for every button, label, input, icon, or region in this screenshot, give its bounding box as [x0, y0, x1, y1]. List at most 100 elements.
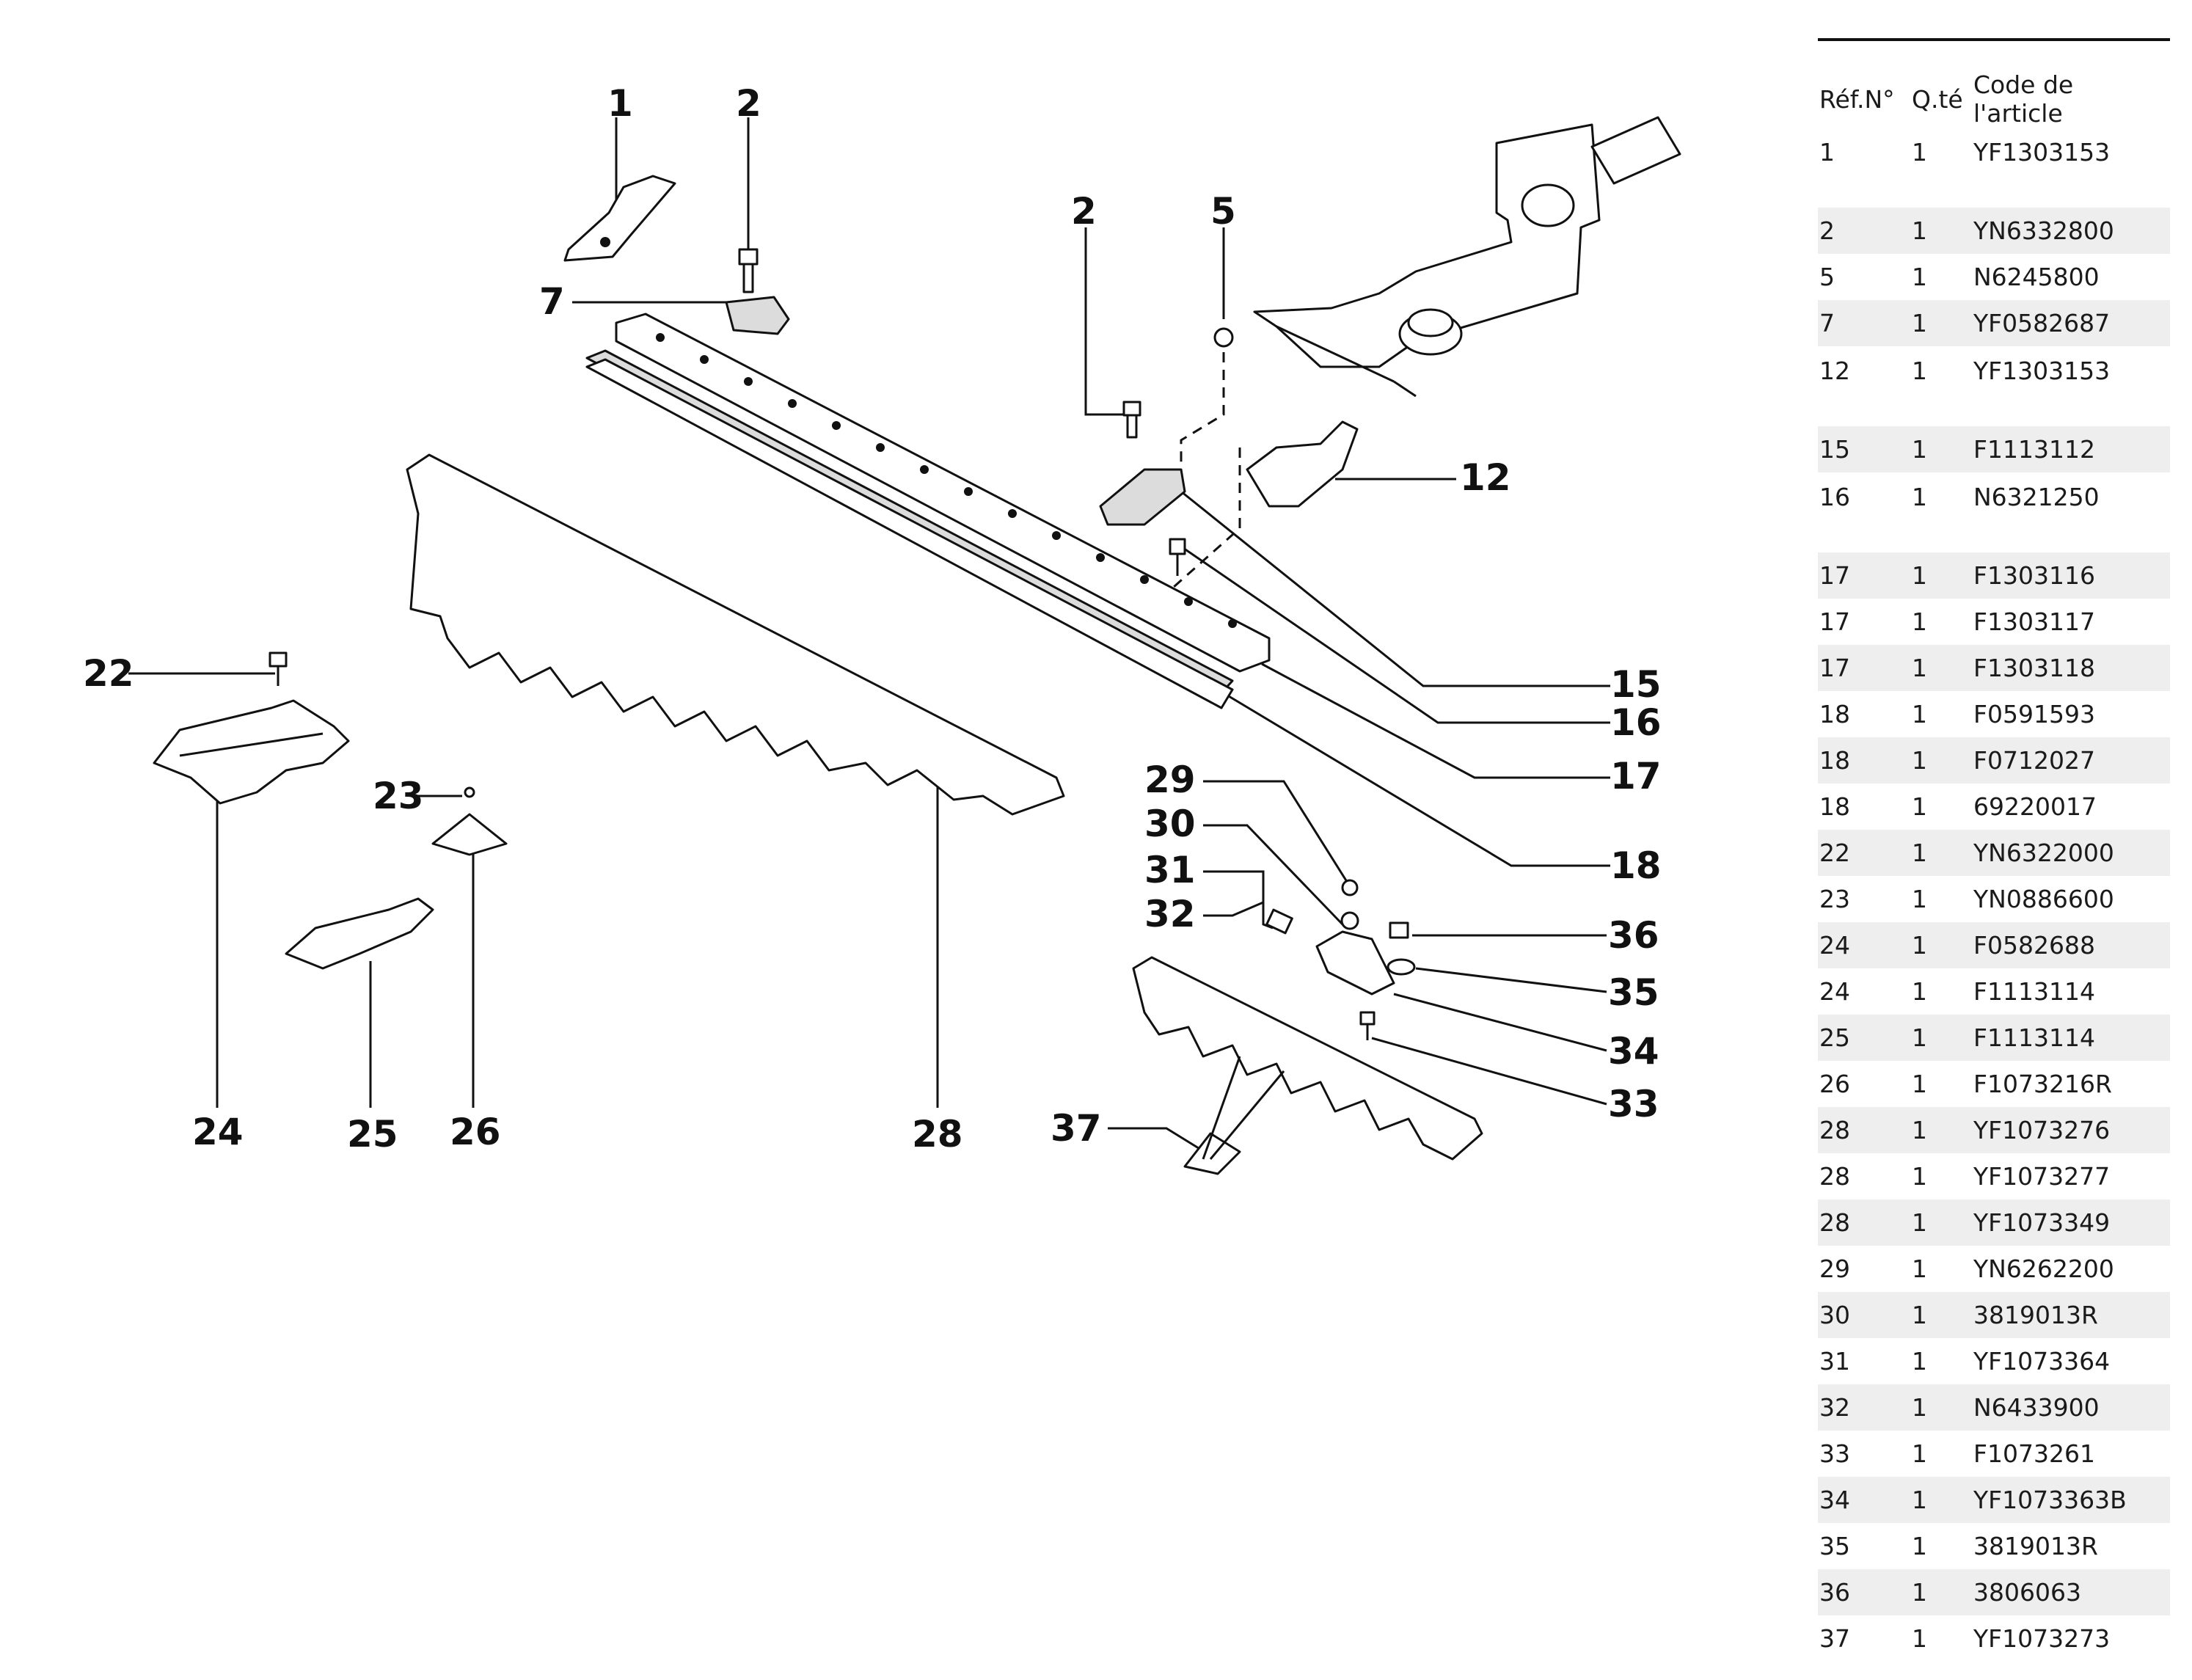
cell-code: F0591593 [1973, 700, 2095, 728]
callout-30: 30 [1144, 803, 1196, 845]
cell-code: F1303118 [1972, 645, 2170, 691]
cell-code: YF1073277 [1973, 1162, 2111, 1191]
cell-qty: 1 [1912, 700, 1927, 728]
cell-code: YN6322000 [1972, 830, 2170, 876]
cell-ref: 12 [1819, 357, 1850, 385]
cell-qty: 1 [1910, 1569, 1972, 1615]
cell-qty: 1 [1910, 922, 1972, 968]
cell-ref: 7 [1818, 300, 1910, 346]
cell-qty: 1 [1912, 357, 1927, 385]
cell-code: YF1303153 [1973, 357, 2111, 385]
cell-code: F1073261 [1973, 1439, 2095, 1468]
cell-code: F1113114 [1972, 1015, 2170, 1061]
cell-qty: 1 [1912, 977, 1927, 1006]
cell-code: N6245800 [1973, 263, 2100, 291]
callout-36: 36 [1608, 914, 1659, 957]
cell-ref: 34 [1818, 1477, 1910, 1523]
cell-ref: 32 [1818, 1384, 1910, 1431]
cell-qty: 1 [1910, 1199, 1972, 1246]
table-row: 26 1 F1073216R [1818, 1061, 2170, 1107]
callout-18: 18 [1610, 844, 1662, 887]
hold-down-clip-part-12 [1173, 420, 1359, 588]
cell-code: YF1073276 [1972, 1107, 2170, 1153]
header-code: Code de l'article [1973, 70, 2074, 128]
cell-code: YF1073349 [1972, 1199, 2170, 1246]
cell-qty: 1 [1912, 607, 1927, 636]
guard-part-25 [285, 897, 434, 970]
cell-ref: 24 [1819, 977, 1850, 1006]
clip-part-15 [1099, 468, 1186, 576]
callout-33: 33 [1608, 1083, 1659, 1125]
cell-code: F1113112 [1972, 426, 2170, 472]
callout-2b: 2 [1071, 190, 1097, 233]
bolt-part-5 [1180, 327, 1234, 470]
cell-qty: 1 [1910, 830, 1972, 876]
cell-qty: 1 [1912, 792, 1927, 821]
table-row: 24 1 F1113114 [1818, 968, 2170, 1015]
cell-ref: 2 [1818, 208, 1910, 254]
cell-qty: 1 [1910, 1384, 1972, 1431]
callout-1: 1 [607, 82, 633, 125]
cell-code: YN0886600 [1973, 885, 2114, 913]
cell-ref: 26 [1819, 1070, 1850, 1098]
callout-35: 35 [1608, 971, 1659, 1014]
cell-code: F1303116 [1972, 552, 2170, 599]
cell-qty: 1 [1912, 1070, 1927, 1098]
callout-numbers: 1 2 7 2 5 12 15 16 17 18 22 23 24 25 26 … [83, 82, 1662, 1155]
cell-code: 3819013R [1972, 1292, 2170, 1338]
cell-ref: 22 [1818, 830, 1910, 876]
cell-code: F0712027 [1972, 737, 2170, 784]
parts-table-header: Réf.N° Q.té Code de l'article [1818, 70, 2170, 128]
cell-code: 69220017 [1973, 792, 2097, 821]
callout-17: 17 [1610, 755, 1662, 797]
ledger-plate-part-26 [431, 786, 508, 856]
callout-34: 34 [1608, 1030, 1659, 1073]
knife-section-part [406, 453, 1065, 816]
cell-code: YN6332800 [1972, 208, 2170, 254]
cell-ref: 28 [1818, 1199, 1910, 1246]
cell-qty: 1 [1912, 1624, 1927, 1653]
callout-12: 12 [1460, 456, 1511, 499]
mower-frame-part [1253, 116, 1681, 398]
cell-qty: 1 [1910, 300, 1972, 346]
cell-qty: 1 [1912, 1347, 1927, 1376]
cell-ref: 18 [1818, 737, 1910, 784]
cell-code: F1073216R [1973, 1070, 2112, 1098]
knife-head-assembly-34 [1265, 879, 1416, 1040]
cell-qty: 1 [1912, 1532, 1927, 1560]
header-ref: Réf.N° [1819, 84, 1895, 114]
callout-32: 32 [1144, 893, 1196, 935]
cell-qty: 1 [1912, 1439, 1927, 1468]
cell-qty: 1 [1912, 138, 1927, 167]
cell-qty: 1 [1912, 1162, 1927, 1191]
cutter-bar-part [585, 313, 1271, 709]
cell-qty: 1 [1912, 885, 1927, 913]
cell-ref: 1 [1819, 138, 1835, 167]
knife-head-part-1 [563, 175, 676, 262]
callout-22: 22 [83, 652, 134, 695]
cell-qty: 1 [1910, 552, 1972, 599]
cell-qty: 1 [1910, 1015, 1972, 1061]
cell-code: YN6262200 [1973, 1254, 2114, 1283]
callout-29: 29 [1144, 759, 1196, 801]
cell-code: YF1073363B [1972, 1477, 2170, 1523]
cell-ref: 17 [1818, 645, 1910, 691]
cell-code: F1113114 [1973, 977, 2095, 1006]
cell-qty: 1 [1910, 208, 1972, 254]
cell-qty: 1 [1910, 1477, 1972, 1523]
